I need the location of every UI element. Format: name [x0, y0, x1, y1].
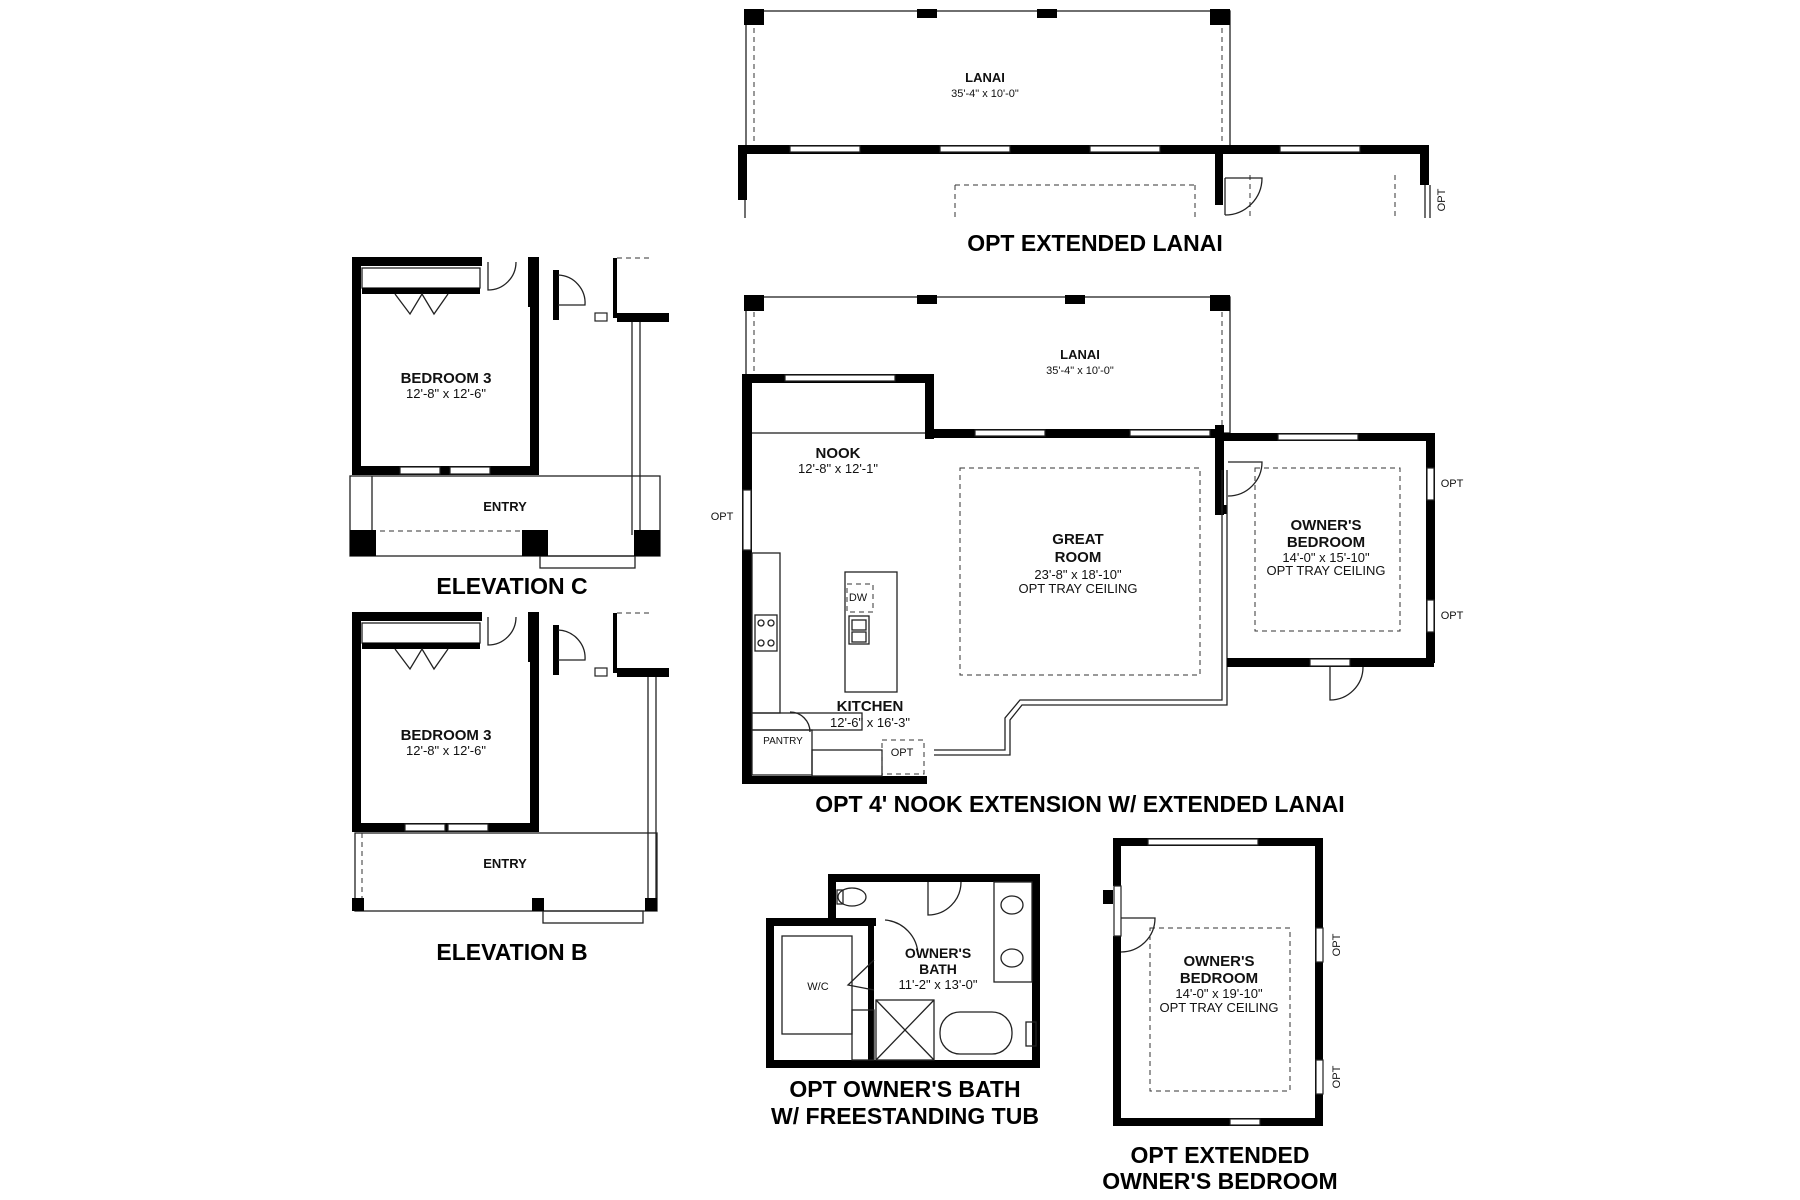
caption-ext-owners-bedroom-1: OPT EXTENDED — [1131, 1142, 1310, 1168]
ext-owners-bedroom-opt-2: OPT — [1331, 1065, 1343, 1088]
owners-bedroom-size: 14'-0" x 15'-10" — [1282, 550, 1370, 565]
great-room-size: 23'-8" x 18'-10" — [1034, 567, 1122, 582]
owners-bedroom-label-2: BEDROOM — [1287, 534, 1365, 551]
caption-nook-extension: OPT 4' NOOK EXTENSION W/ EXTENDED LANAI — [815, 791, 1344, 817]
dw-label: DW — [849, 592, 868, 604]
kitchen-size: 12'-6" x 16'-3" — [830, 715, 910, 730]
caption-ext-owners-bedroom-2: OWNER'S BEDROOM — [1102, 1168, 1337, 1194]
entry-b-label: ENTRY — [483, 856, 527, 871]
lanai-size: 35'-4" x 10'-0" — [951, 88, 1019, 100]
owners-bath-label-1: OWNER'S — [905, 945, 971, 961]
plan-extended-owners-bedroom: OWNER'S BEDROOM 14'-0" x 19'-10" OPT TRA… — [1102, 838, 1343, 1194]
plan-extended-lanai: LANAI 35'-4" x 10'-0" OPT OPT EXTENDED L… — [738, 9, 1448, 256]
great-room-label-1: GREAT — [1052, 531, 1103, 548]
caption-owners-bath-2: W/ FREESTANDING TUB — [771, 1103, 1039, 1129]
nook-size: 12'-8" x 12'-1" — [798, 461, 878, 476]
owners-bath-label-2: BATH — [919, 961, 957, 977]
nook-opt-label: OPT — [711, 511, 734, 523]
plan-owners-bath: OWNER'S BATH 11'-2" x 13'-0" W/C OPT OWN… — [766, 874, 1040, 1129]
lanai-label: LANAI — [965, 70, 1005, 85]
caption-opt-extended-lanai: OPT EXTENDED LANAI — [967, 230, 1223, 256]
owners-bedroom-label-1: OWNER'S — [1290, 517, 1361, 534]
plan-elevation-c: BEDROOM 3 12'-8" x 12'-6" ENTRY ELEVATIO… — [349, 257, 669, 599]
plan-nook-extension: LANAI 35'-4" x 10'-0" NOOK 12'-8" x 12'-… — [711, 295, 1464, 817]
bedroom3-b-label: BEDROOM 3 — [401, 727, 492, 744]
owners-bedroom-opt-1: OPT — [1441, 478, 1464, 490]
caption-elevation-b: ELEVATION B — [436, 939, 587, 965]
wic-label: W/C — [807, 981, 828, 993]
great-room-label-2: ROOM — [1055, 549, 1102, 566]
bedroom3-b-size: 12'-8" x 12'-6" — [406, 743, 486, 758]
owners-bedroom-opt-2: OPT — [1441, 610, 1464, 622]
bedroom3-c-size: 12'-8" x 12'-6" — [406, 386, 486, 401]
caption-elevation-c: ELEVATION C — [436, 573, 587, 599]
entry-c-label: ENTRY — [483, 499, 527, 514]
ext-owners-bedroom-opt-1: OPT — [1331, 933, 1343, 956]
caption-owners-bath-1: OPT OWNER'S BATH — [789, 1076, 1020, 1102]
owners-bath-size: 11'-2" x 13'-0" — [899, 977, 978, 992]
ext-owners-bedroom-size: 14'-0" x 19'-10" — [1175, 986, 1263, 1001]
opt-window-label: OPT — [1436, 188, 1448, 211]
pantry-label: PANTRY — [763, 736, 803, 747]
nook-label: NOOK — [816, 445, 861, 462]
ext-owners-bedroom-label-1: OWNER'S — [1183, 953, 1254, 970]
ext-owners-bedroom-label-2: BEDROOM — [1180, 970, 1258, 987]
great-room-note: OPT TRAY CEILING — [1019, 581, 1138, 596]
kitchen-opt-label: OPT — [891, 747, 914, 759]
kitchen-label: KITCHEN — [837, 698, 904, 715]
ext-owners-bedroom-note: OPT TRAY CEILING — [1160, 1000, 1279, 1015]
lanai2-size: 35'-4" x 10'-0" — [1046, 365, 1114, 377]
bedroom3-c-label: BEDROOM 3 — [401, 370, 492, 387]
owners-bedroom-note: OPT TRAY CEILING — [1267, 563, 1386, 578]
lanai2-label: LANAI — [1060, 347, 1100, 362]
plan-elevation-b: BEDROOM 3 12'-8" x 12'-6" ENTRY ELEVATIO… — [352, 612, 669, 965]
